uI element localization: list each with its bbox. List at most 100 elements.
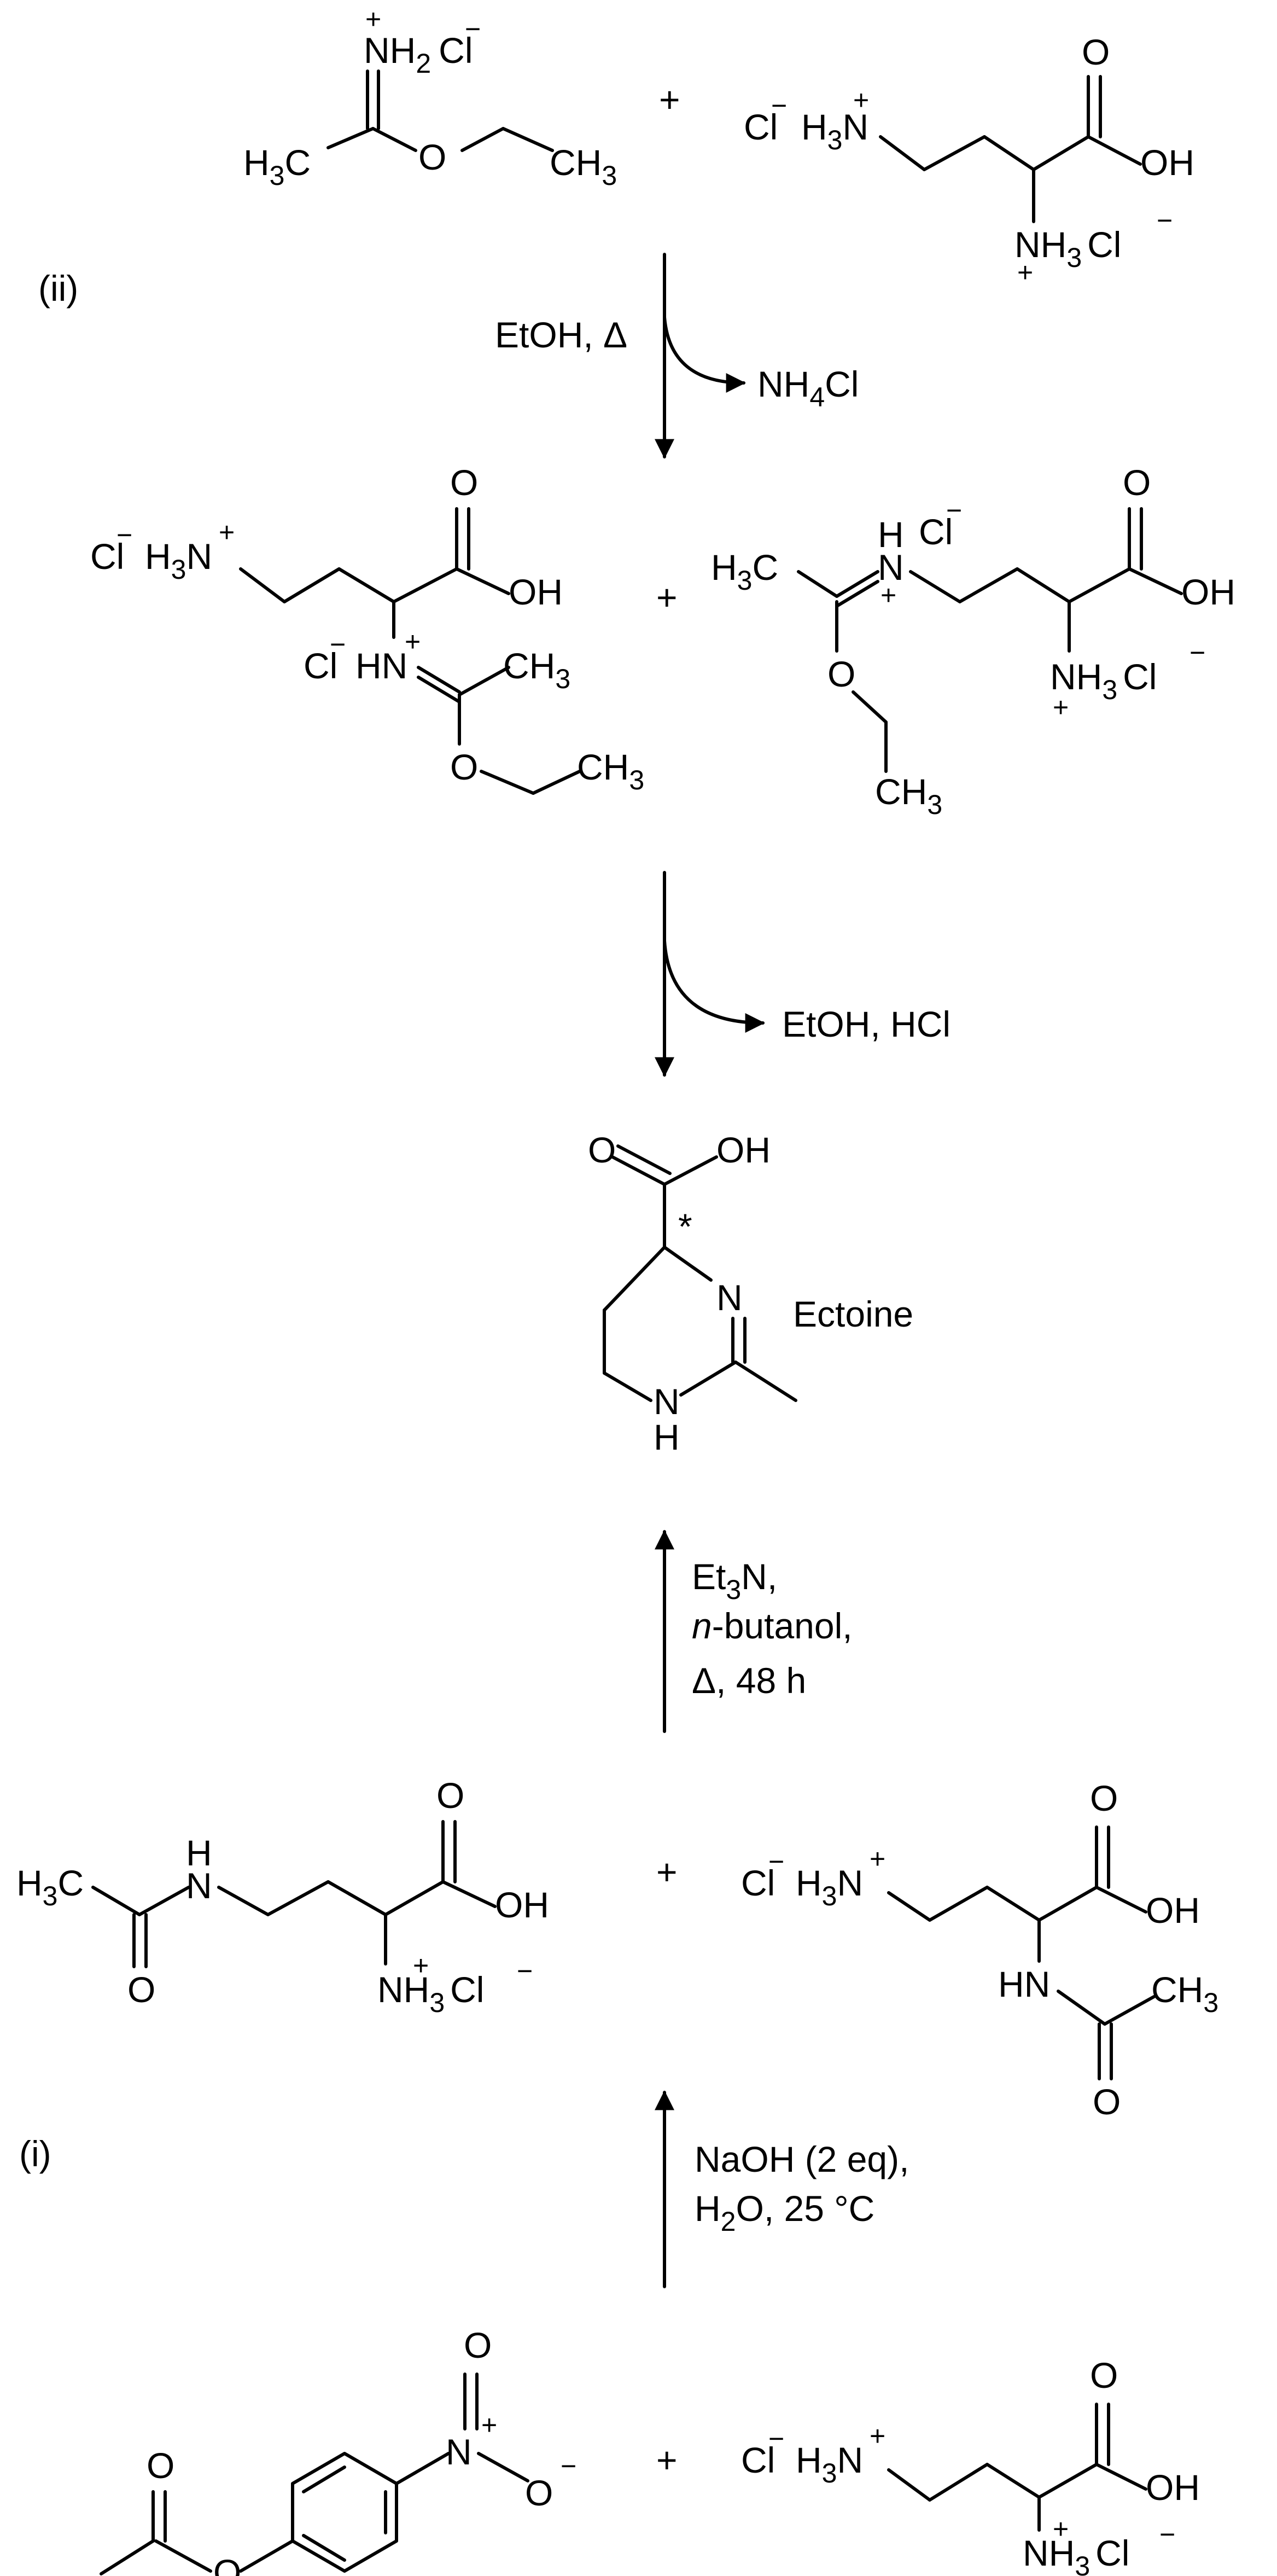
- svg-text:O: O: [450, 462, 478, 503]
- svg-text:O: O: [1123, 462, 1151, 503]
- svg-text:Cl: Cl: [744, 107, 778, 147]
- reaction-arrow-ii-1: EtOH, Δ NH4Cl: [495, 253, 859, 459]
- svg-text:CH3: CH3: [577, 747, 644, 795]
- svg-text:H3N: H3N: [796, 2440, 863, 2488]
- intermediate-alpha-imidate: Cl − H3N + O OH Cl − HN + CH3 O CH3: [90, 462, 644, 795]
- reaction-arrow-i-1: NaOH (2 eq), H2O, 25 °C: [655, 2090, 909, 2288]
- n-alpha-acetyl-daba: Cl − H3N + O OH HN CH3 O: [741, 1778, 1218, 2122]
- svg-text:+: +: [481, 2410, 497, 2440]
- svg-text:H3N: H3N: [801, 107, 868, 155]
- product-name: Ectoine: [793, 1294, 913, 1334]
- svg-text:+: +: [1053, 692, 1069, 723]
- svg-text:H3C: H3C: [243, 142, 311, 191]
- reaction-arrow-ii-2: EtOH, HCl: [655, 871, 951, 1077]
- plus-sign: +: [656, 2440, 678, 2480]
- svg-text:H3N: H3N: [145, 536, 212, 585]
- svg-text:CH3: CH3: [503, 646, 570, 694]
- svg-text:+: +: [1017, 257, 1033, 288]
- svg-text:+: +: [881, 580, 896, 610]
- svg-text:EtOH, Δ: EtOH, Δ: [495, 315, 627, 355]
- svg-text:H3C: H3C: [16, 1863, 84, 1911]
- svg-text:OH: OH: [1140, 142, 1194, 183]
- svg-text:−: −: [330, 629, 346, 660]
- svg-text:H: H: [878, 514, 904, 555]
- svg-text:O: O: [827, 654, 855, 694]
- svg-text:−: −: [771, 90, 787, 121]
- svg-text:NH4Cl: NH4Cl: [757, 364, 859, 412]
- svg-text:−: −: [1157, 205, 1173, 236]
- svg-text:HN: HN: [998, 1964, 1050, 2004]
- svg-text:−: −: [768, 1846, 784, 1877]
- svg-text:OH: OH: [1181, 572, 1235, 612]
- svg-text:O: O: [418, 137, 446, 177]
- svg-text:+: +: [413, 1950, 429, 1981]
- svg-text:O: O: [464, 2325, 492, 2365]
- panel-label-i: (i): [19, 2133, 51, 2174]
- svg-text:O: O: [1090, 2355, 1118, 2395]
- svg-text:O: O: [588, 1130, 616, 1170]
- svg-text:−: −: [517, 1956, 533, 1986]
- svg-text:−: −: [946, 495, 962, 526]
- svg-text:HN: HN: [355, 646, 407, 686]
- svg-text:N: N: [878, 547, 904, 588]
- svg-text:O: O: [450, 747, 478, 787]
- svg-text:Cl: Cl: [919, 511, 953, 552]
- svg-text:+: +: [219, 517, 235, 548]
- svg-text:N: N: [186, 1865, 212, 1906]
- stereocenter-mark: *: [678, 1206, 692, 1247]
- svg-text:CH3: CH3: [875, 771, 942, 820]
- svg-text:Cl: Cl: [741, 2440, 775, 2480]
- svg-text:+: +: [1053, 2514, 1069, 2544]
- svg-text:−: −: [561, 2451, 576, 2481]
- p-nitrophenyl-acetate: O O N + O O −: [100, 2325, 576, 2576]
- svg-text:H: H: [654, 1417, 680, 1457]
- svg-text:+: +: [870, 2421, 885, 2451]
- svg-text:N: N: [654, 1381, 680, 1422]
- svg-text:OH: OH: [509, 572, 563, 612]
- svg-text:N: N: [446, 2432, 472, 2472]
- svg-text:CH3: CH3: [550, 142, 617, 191]
- svg-text:H: H: [186, 1833, 212, 1873]
- reaction-arrow-i-2: Et3N, n-butanol, Δ, 48 h: [655, 1530, 853, 1733]
- svg-text:OH: OH: [716, 1130, 771, 1170]
- svg-text:+: +: [870, 1844, 885, 1874]
- svg-text:O: O: [1090, 1778, 1118, 1818]
- svg-text:−: −: [768, 2423, 784, 2454]
- svg-text:+: +: [365, 4, 381, 34]
- plus-sign: +: [656, 577, 678, 618]
- svg-text:H2O, 25 °C: H2O, 25 °C: [695, 2188, 874, 2237]
- svg-text:H3N: H3N: [796, 1863, 863, 1911]
- svg-text:OH: OH: [1146, 1890, 1200, 1930]
- svg-text:−: −: [1159, 2519, 1175, 2550]
- svg-text:O: O: [147, 2445, 174, 2486]
- plus-sign: +: [656, 1852, 678, 1892]
- ectoine-structure: O OH * N N H Ectoine: [588, 1130, 913, 1457]
- svg-text:EtOH, HCl: EtOH, HCl: [782, 1004, 951, 1044]
- plus-sign: +: [659, 79, 680, 120]
- svg-text:CH3: CH3: [1151, 1969, 1218, 2018]
- svg-text:Cl: Cl: [90, 536, 124, 577]
- svg-text:Cl: Cl: [741, 1863, 775, 1903]
- svg-text:O: O: [436, 1775, 464, 1816]
- svg-text:O: O: [213, 2552, 241, 2576]
- svg-text:OH: OH: [1146, 2467, 1200, 2508]
- svg-text:+: +: [405, 626, 421, 657]
- svg-text:H3C: H3C: [711, 547, 778, 596]
- svg-text:−: −: [465, 14, 481, 44]
- svg-text:n-butanol,: n-butanol,: [692, 1606, 853, 1646]
- svg-text:O: O: [525, 2473, 553, 2513]
- svg-text:Et3N,: Et3N,: [692, 1556, 777, 1605]
- svg-text:Cl: Cl: [304, 646, 337, 686]
- svg-text:O: O: [1093, 2081, 1121, 2122]
- svg-text:N: N: [716, 1277, 743, 1318]
